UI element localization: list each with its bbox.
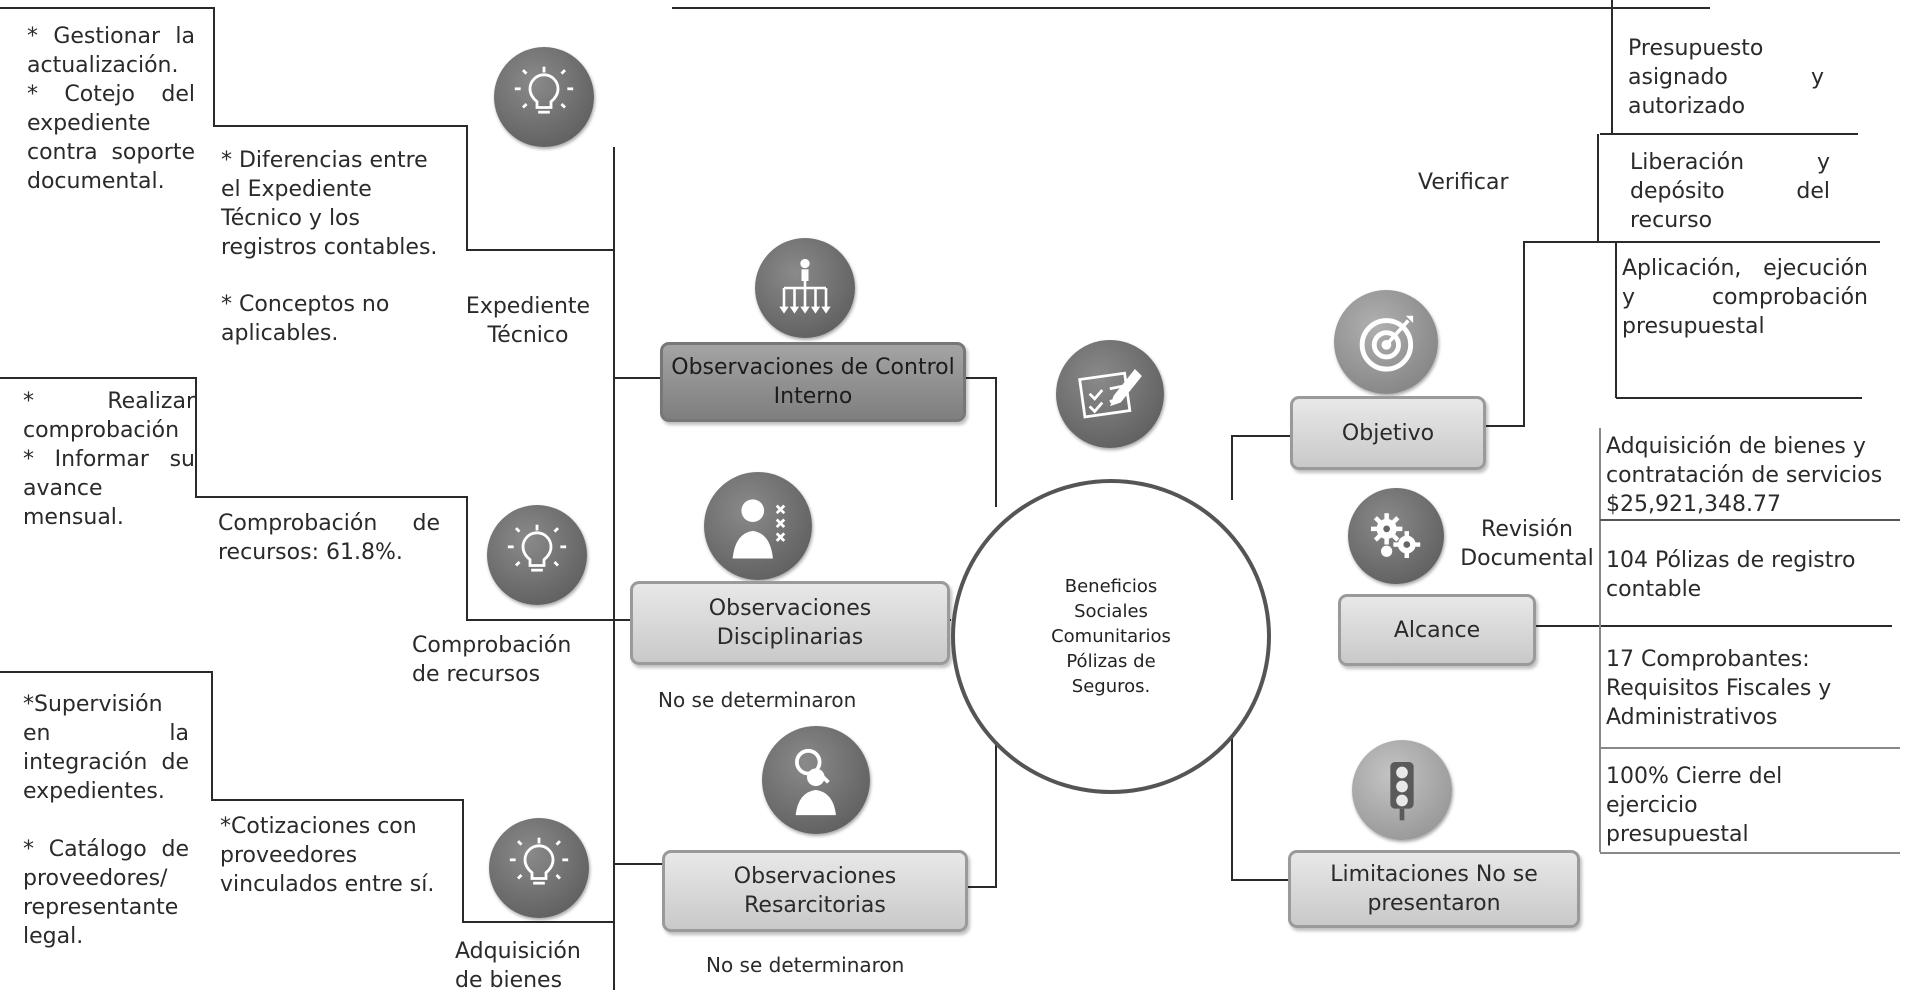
alcance-item-2: 104 Pólizas de registro contable <box>1606 548 1856 602</box>
gears-icon <box>1348 488 1444 584</box>
magnifier-person-icon <box>762 726 870 834</box>
objetivo-item-1: Presupuesto asignado y autorizado <box>1628 36 1824 119</box>
lightbulb-icon <box>487 505 587 605</box>
adquisicion-finding: *Cotizaciones con proveedores vinculados… <box>220 814 435 897</box>
expediente-finding-1: * Diferencias entre el Expediente Técnic… <box>221 148 438 260</box>
adquisicion-label: Adquisición de bienes <box>455 939 581 993</box>
comprobacion-action-1: * Realizar comprobación <box>23 389 195 443</box>
objetivo-item-3: Aplicación, ejecución y comprobación pre… <box>1622 256 1868 339</box>
lightbulb-icon <box>489 818 589 918</box>
traffic-light-icon <box>1352 740 1452 840</box>
doctor-cross-icon <box>704 472 812 580</box>
objetivo-box: Objetivo <box>1290 396 1486 470</box>
comprobacion-finding: Comprobación de recursos: 61.8%. <box>218 511 440 565</box>
hierarchy-icon <box>755 238 855 338</box>
alcance-item-1: Adquisición de bienes y contratación de … <box>1606 434 1883 517</box>
comprobacion-label: Comprobación de recursos <box>412 633 572 687</box>
comprobacion-action-2: * Informar su avance mensual. <box>23 447 195 530</box>
observaciones-disciplinarias-box: Observaciones Disciplinarias <box>630 581 950 665</box>
resarcitorias-note: No se determinaron <box>706 953 905 977</box>
verificar-label: Verificar <box>1418 170 1509 195</box>
alcance-item-3: 17 Comprobantes: Requisitos Fiscales y A… <box>1606 647 1832 730</box>
disciplinarias-note: No se determinaron <box>658 688 857 712</box>
adquisicion-action-2: * Catálogo de proveedores/ representante… <box>23 837 189 949</box>
target-icon <box>1334 290 1438 394</box>
observaciones-resarcitorias-box: Observaciones Resarcitorias <box>662 850 968 932</box>
alcance-box: Alcance <box>1338 594 1536 666</box>
lightbulb-icon <box>494 47 594 147</box>
adquisicion-action-1: *Supervisión en la integración de expedi… <box>23 692 189 804</box>
checklist-icon <box>1056 340 1164 448</box>
expediente-label: Expediente Técnico <box>465 294 591 348</box>
central-topic-title: Beneficios Sociales Comunitarios Pólizas… <box>1051 576 1171 697</box>
limitaciones-box: Limitaciones No se presentaron <box>1288 850 1580 928</box>
objetivo-item-2: Liberación y depósito del recurso <box>1630 150 1830 233</box>
expediente-finding-2: * Conceptos no aplicables. <box>221 292 390 346</box>
expediente-actions: * Gestionar la actualización. * Cotejo d… <box>27 24 195 194</box>
observaciones-control-interno-box: Observaciones de Control Interno <box>660 342 966 422</box>
central-topic-circle: Beneficios Sociales Comunitarios Pólizas… <box>951 479 1271 794</box>
alcance-item-4: 100% Cierre del ejercicio presupuestal <box>1606 764 1783 847</box>
revision-documental-label: Revisión Documental <box>1460 517 1594 571</box>
